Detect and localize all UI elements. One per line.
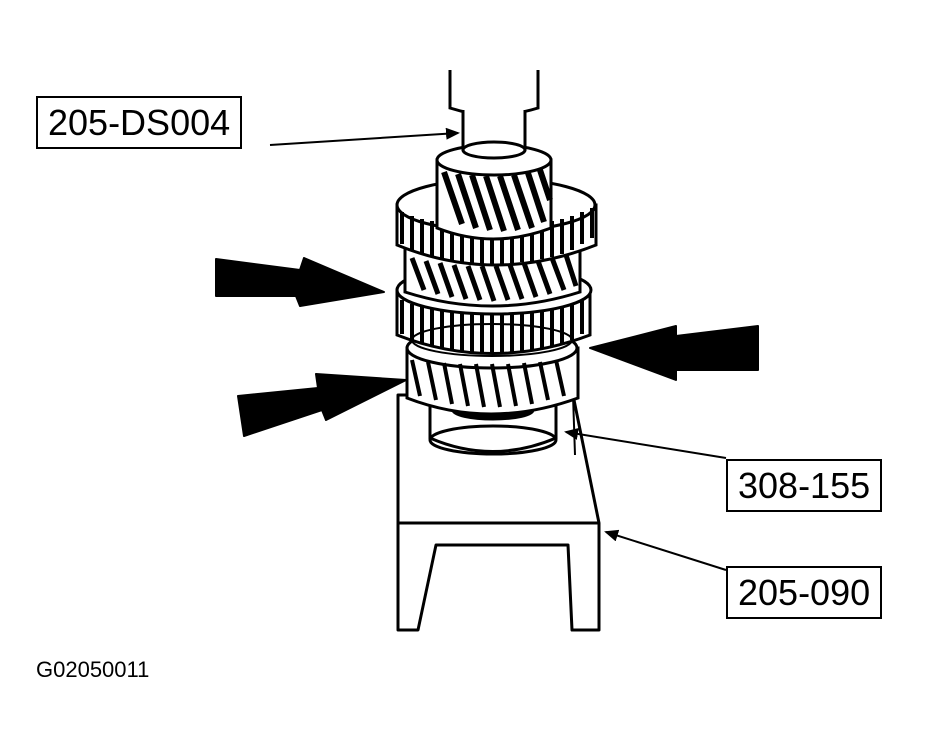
leader-308-155	[564, 428, 727, 459]
leader-205-090	[604, 529, 727, 571]
callout-205-ds004: 205-DS004	[36, 96, 243, 149]
leader-205-ds004	[269, 127, 460, 146]
callout-205-090: 205-090	[726, 566, 883, 619]
double-arrow-lower-left	[237, 373, 407, 437]
double-arrow-upper-left	[215, 257, 385, 307]
leader-lines	[269, 127, 727, 571]
press-direction-arrows	[215, 257, 759, 437]
figure-id: G02050011	[36, 657, 150, 682]
callout-308-155: 308-155	[726, 459, 883, 512]
installer-tool-205-ds004	[448, 70, 540, 160]
double-arrow-right	[589, 325, 759, 381]
support-stand-205-090	[396, 393, 601, 632]
